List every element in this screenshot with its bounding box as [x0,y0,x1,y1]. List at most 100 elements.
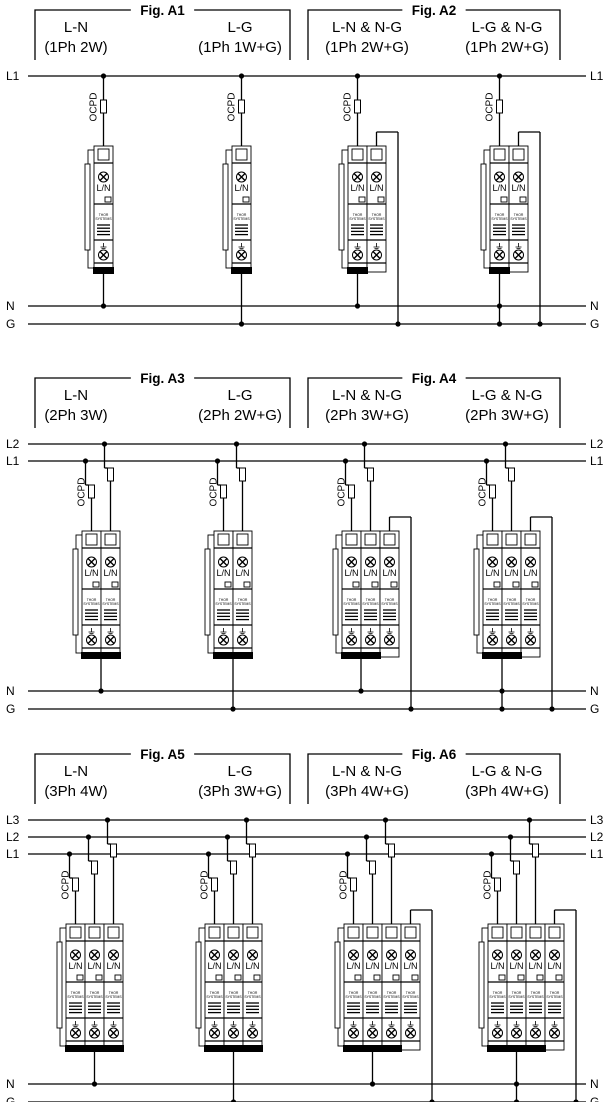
screw-slot [248,1029,257,1037]
screw-slot [99,173,108,181]
brand-subtext: SYSTEMS [546,995,563,999]
ocpd-label: OCPD [209,478,220,507]
terminal-label: L/N [403,961,417,971]
line-label-l2: L2 [6,830,20,844]
brand-text: THOR [512,991,522,995]
brand-text: THOR [347,598,357,602]
ocpd-label: OCPD [483,871,494,900]
fuse-body [220,484,227,499]
status-indicator [555,974,563,981]
brand-text: THOR [507,598,517,602]
status-indicator [519,196,527,203]
ground-symbol [107,628,114,634]
system-config-label: (1Ph 2W+G) [465,39,549,56]
screw-slot [71,951,80,959]
terminal-label: L/N [504,568,518,578]
ground-symbol [249,1021,256,1027]
ocpd-fuse [239,467,246,482]
module-window [385,926,398,939]
status-indicator [390,581,398,588]
screw-slot [219,636,228,644]
module-window [104,533,117,546]
system-config-label: (3Ph 4W+G) [325,783,409,800]
section-2: Fig. A3L-N(2Ph 3W)L-G(2Ph 2W+G)Fig. A4L-… [6,371,604,716]
terminal-label: L/N [103,568,117,578]
ocpd-fuse [513,860,520,875]
system-config-label: (1Ph 2W+G) [325,39,409,56]
module-window [383,533,396,546]
system-config-label: (3Ph 4W) [44,783,107,800]
status-indicator [224,581,232,588]
screw-slot [229,1029,238,1037]
screw-slot [99,251,108,259]
terminal-label: L/N [365,961,379,971]
ocpd-fuse [107,467,114,482]
connection-label: L-N & N-G [332,763,402,780]
ocpd-label: OCPD [485,93,496,122]
status-indicator [352,581,360,588]
status-indicator [354,974,362,981]
brand-subtext: SYSTEMS [402,995,419,999]
status-indicator [512,581,520,588]
fuse-body [348,484,355,499]
brand-subtext: SYSTEMS [527,995,544,999]
ground-symbol [72,1021,79,1027]
fuse-body [72,877,79,892]
brand-subtext: SYSTEMS [522,602,539,606]
figure-header-A5: Fig. A5L-N(3Ph 4W)L-G(3Ph 3W+G) [34,747,291,804]
system-config-label: (2Ph 3W+G) [465,407,549,424]
module-window [246,926,259,939]
din-clip [204,548,211,636]
status-indicator [111,581,119,588]
status-indicator [95,974,103,981]
brand-subtext: SYSTEMS [83,602,100,606]
ground-symbol [110,1021,117,1027]
figure-bracket [34,9,291,60]
spd-assembly: L/NTHORSYSTEMSL/NTHORSYSTEMSL/NTHORSYSTE… [334,817,435,1102]
terminal-label: L/N [511,183,525,193]
figure-bracket [307,9,561,60]
fuse-body [532,843,539,858]
line-label-l1: L1 [590,454,604,468]
ocpd-label: OCPD [343,93,354,122]
brand-subtext: SYSTEMS [215,602,232,606]
brand-subtext: SYSTEMS [95,217,112,221]
module-window [548,926,561,939]
ground-symbol [348,628,355,634]
brand-text: THOR [526,598,536,602]
terminal-label: L/N [528,961,542,971]
ground-symbol [496,243,503,249]
screw-slot [238,636,247,644]
brand-text: THOR [219,598,229,602]
ground-symbol [388,1021,395,1027]
connection-label: L-G & N-G [472,763,543,780]
terminal-label: L/N [207,961,221,971]
system-config-label: (1Ph 2W) [44,39,107,56]
terminal-label: L/N [490,961,504,971]
ocpd-label: OCPD [77,478,88,507]
line-label-l2: L2 [6,437,20,451]
screw-slot [372,251,381,259]
connection-label: L-N [64,763,88,780]
ground-symbol [513,1021,520,1027]
screw-slot [238,558,247,566]
base-bar [93,267,114,274]
fuse-body [238,99,245,114]
ground-symbol [532,1021,539,1027]
fuse-body [508,467,515,482]
junction-dot [499,706,505,712]
brand-text: THOR [90,991,100,995]
figure-title: Fig. A6 [412,747,457,762]
screw-slot [237,173,246,181]
fuse-body [388,843,395,858]
base-bar [489,267,510,274]
status-indicator [531,581,539,588]
din-clip [334,941,341,1029]
module-window [493,148,506,161]
screw-slot [109,951,118,959]
base-bar [343,1045,402,1052]
